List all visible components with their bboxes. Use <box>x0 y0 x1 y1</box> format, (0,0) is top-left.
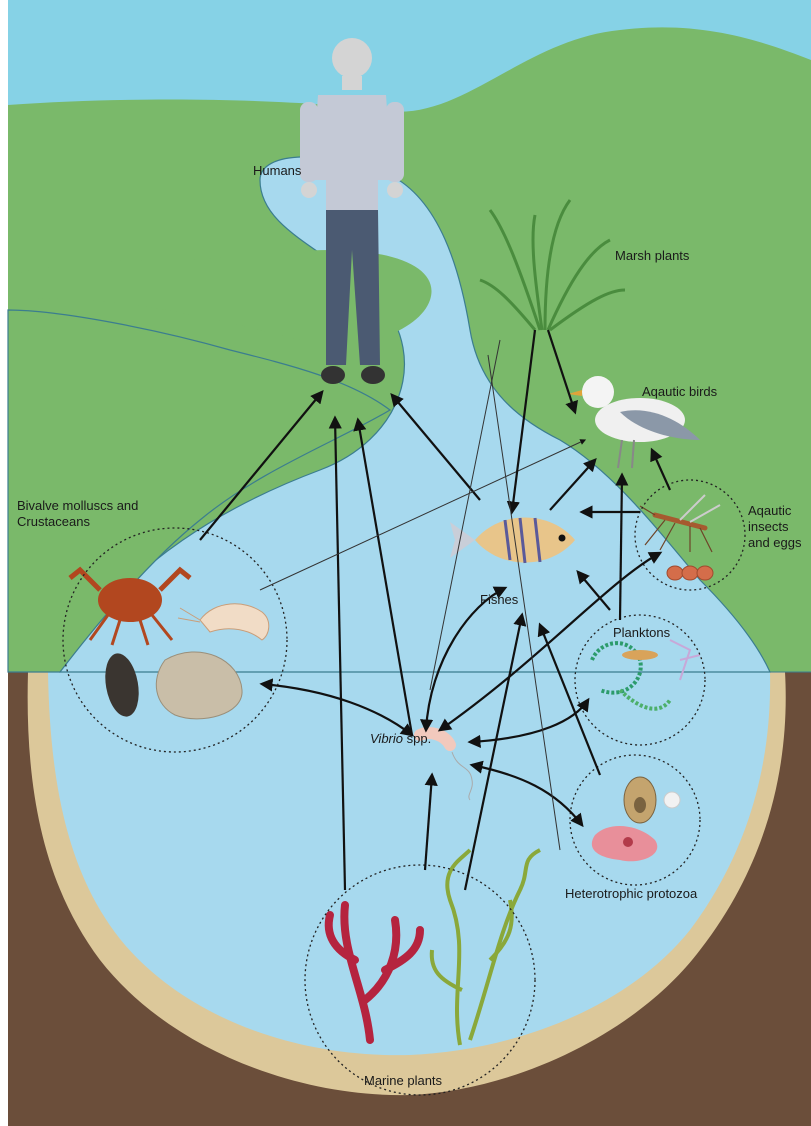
label-planktons: Planktons <box>613 625 671 640</box>
insect-eggs <box>667 566 713 580</box>
label-vibrio-spp: spp. <box>403 731 431 746</box>
label-vibrio-genus: Vibrio <box>370 731 403 746</box>
label-marsh-plants: Marsh plants <box>615 248 690 263</box>
label-aquatic-birds: Aqautic birds <box>642 384 718 399</box>
label-aquatic-insects-1: Aqautic <box>748 503 792 518</box>
label-aquatic-insects-2: insects <box>748 519 789 534</box>
label-aquatic-insects-3: and eggs <box>748 535 802 550</box>
label-marine-plants: Marine plants <box>364 1073 443 1088</box>
label-humans: Humans <box>253 163 302 178</box>
label-bivalves-2: Crustaceans <box>17 514 90 529</box>
label-vibrio: Vibrio spp. <box>370 731 431 746</box>
label-fishes: Fishes <box>480 592 519 607</box>
label-bivalves-1: Bivalve molluscs and <box>17 498 138 513</box>
label-protozoa: Heterotrophic protozoa <box>565 886 698 901</box>
